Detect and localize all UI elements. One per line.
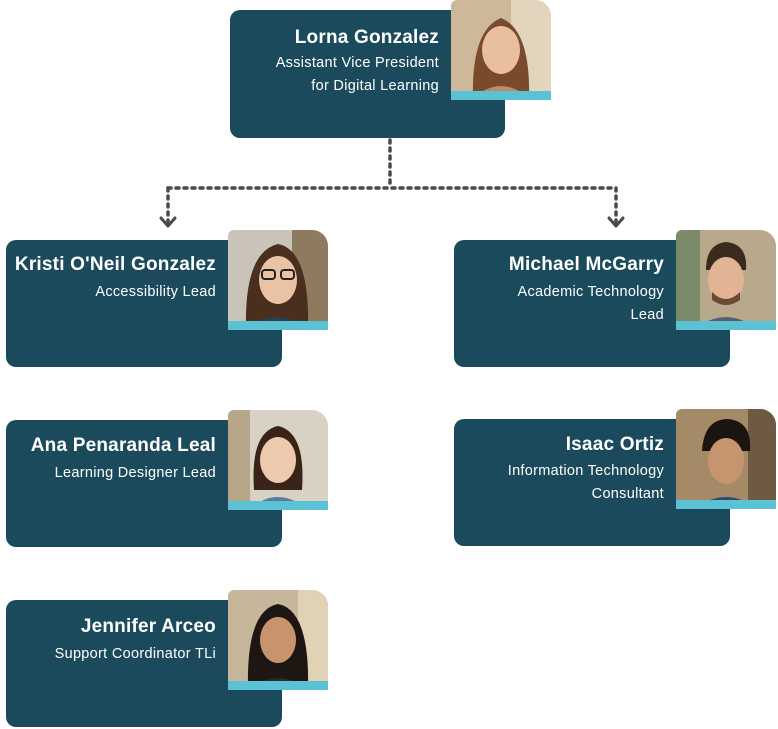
arrow-left-icon [159,216,177,228]
avatar [676,409,776,509]
person-title: Assistant Vice President for Digital Lea… [275,55,439,94]
accent-bar [676,321,776,330]
accent-bar [451,91,551,100]
accent-bar [228,501,328,510]
avatar [676,230,776,330]
person-name: Ana Penaranda Leal [30,435,216,456]
person-title: Information Technology Consultant [507,463,664,502]
avatar [228,230,328,330]
avatar [228,410,328,510]
person-title: Accessibility Lead [95,284,216,300]
arrow-right-icon [607,216,625,228]
avatar [451,0,551,100]
person-title: Support Coordinator TLi [54,646,216,662]
person-title: Academic Technology Lead [517,284,664,323]
person-title: Learning Designer Lead [54,465,216,481]
person-name: Jennifer Arceo [80,616,216,637]
person-name: Michael McGarry [508,254,664,275]
accent-bar [228,321,328,330]
accent-bar [676,500,776,509]
person-name: Kristi O'Neil Gonzalez [14,254,216,275]
avatar [228,590,328,690]
org-card-root: Lorna Gonzalez Assistant Vice President … [230,10,505,138]
person-name: Lorna Gonzalez [294,27,439,48]
person-name: Isaac Ortiz [565,434,664,455]
accent-bar [228,681,328,690]
